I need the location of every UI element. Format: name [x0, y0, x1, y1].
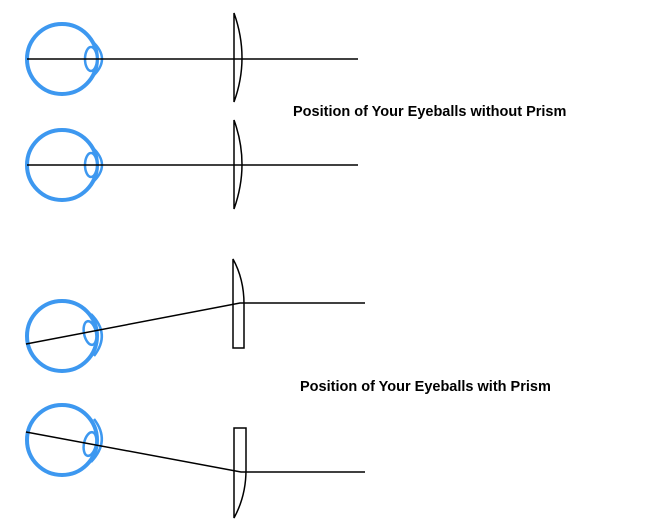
lens-4-with-prism	[233, 427, 247, 519]
eye-3-cornea	[90, 313, 103, 357]
caption-without-prism: Position of Your Eyeballs without Prism	[293, 104, 567, 120]
sightline-3-with-prism	[25, 302, 365, 345]
eye-4-cornea	[90, 418, 103, 463]
caption-with-prism: Position of Your Eyeballs with Prism	[300, 379, 551, 395]
eye-3-with-prism	[25, 299, 103, 373]
lens-1-without-prism	[233, 12, 243, 103]
eye-4-with-prism	[25, 403, 103, 477]
eye-3-lens	[82, 319, 98, 347]
sightline-4-with-prism	[25, 431, 365, 473]
